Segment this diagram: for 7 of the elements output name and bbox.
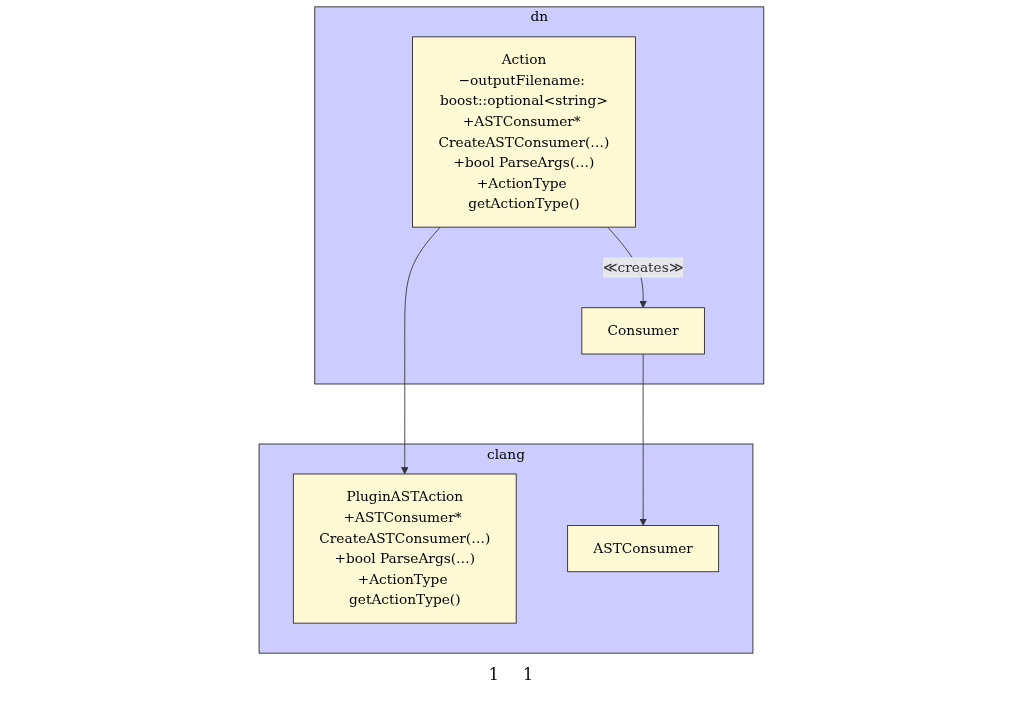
node-box: Action −outputFilename: boost::optional<string> +ASTConsumer* CreateASTConsumer(…) +bool ParseArgs(…) +ActionType getActionType() [411, 36, 636, 228]
node-box: ASTConsumer [566, 525, 719, 573]
multiplicity-label: 1 [523, 665, 534, 684]
node-box: PluginASTAction +ASTConsumer* CreateASTConsumer(…) +bool ParseArgs(…) +ActionType getActionType() [292, 473, 517, 624]
edge-label: ≪creates≫ [602, 258, 683, 276]
multiplicity-label: 1 [488, 665, 499, 684]
node-box: Consumer [581, 307, 705, 355]
